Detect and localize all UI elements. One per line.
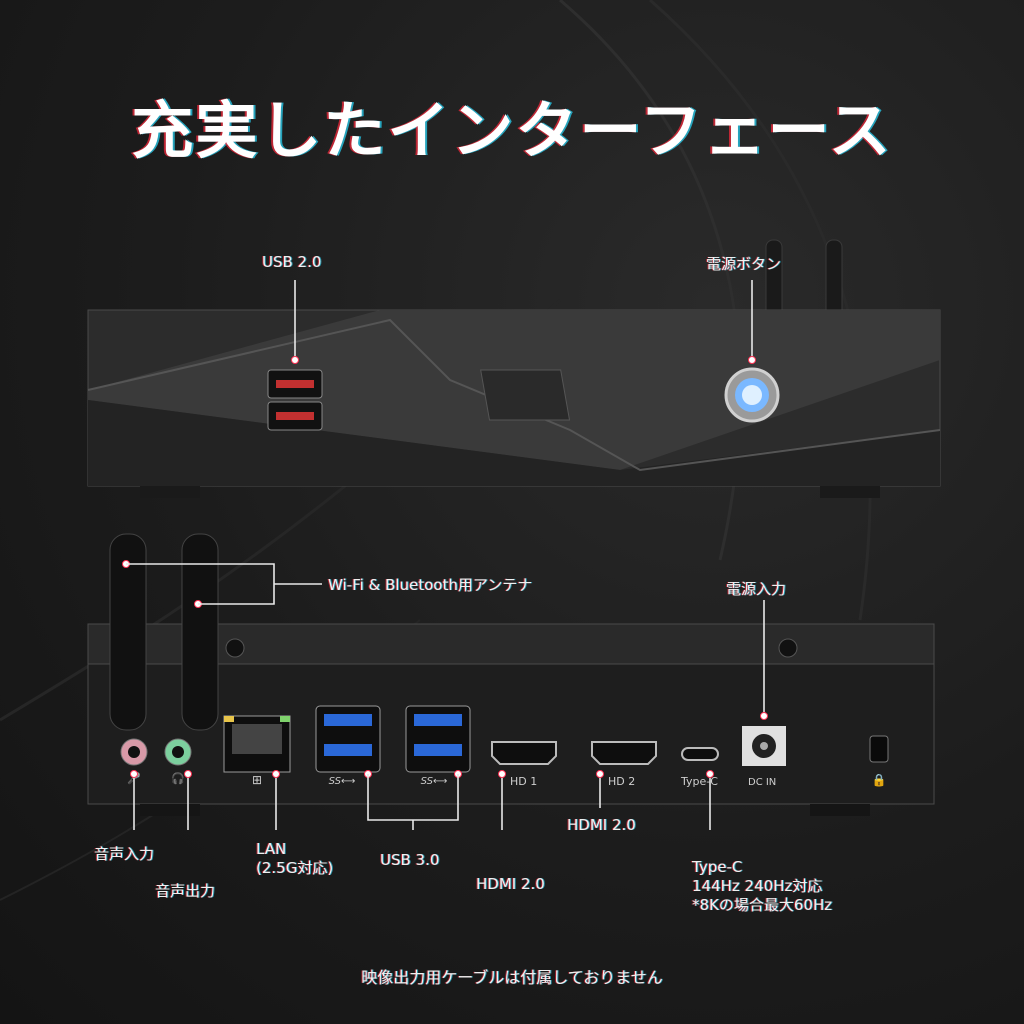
typec-port-text: Type-C <box>681 775 718 788</box>
page-title: 充実したインターフェース <box>131 94 893 167</box>
svg-text:🎧: 🎧 <box>171 772 185 785</box>
hdmi2-label: HDMI 2.0 <box>567 816 636 834</box>
hd1-port-text: HD 1 <box>510 775 538 788</box>
typec-port <box>681 747 719 761</box>
audio-out-label: 音声出力 <box>155 882 216 900</box>
lan-label: LAN (2.5G対応) <box>256 840 334 877</box>
lock-slot <box>869 735 889 763</box>
usb2-ports <box>267 369 323 431</box>
antenna-label: Wi-Fi & Bluetooth用アンテナ <box>328 576 533 594</box>
usb3-ports <box>315 705 471 773</box>
svg-text:SS⟷: SS⟷ <box>329 776 356 787</box>
rear-panel: 🔒 🎤 🎧 ⊞ SS⟷ SS⟷ <box>87 533 935 830</box>
svg-text:⊞: ⊞ <box>252 773 262 787</box>
hdmi1-label: HDMI 2.0 <box>476 875 545 893</box>
svg-text:🔒: 🔒 <box>872 773 887 787</box>
antennas <box>109 533 219 731</box>
audio-in-label: 音声入力 <box>94 845 155 863</box>
lan-port <box>223 715 291 773</box>
audio-jacks <box>120 738 192 766</box>
power-button-graphic <box>724 367 780 423</box>
dc-in-port <box>742 726 786 766</box>
front-panel <box>87 239 941 498</box>
power-button-label: 電源ボタン <box>706 255 782 273</box>
footnote: 映像出力用ケーブルは付属しておりません <box>361 968 663 987</box>
svg-text:SS⟷: SS⟷ <box>421 776 448 787</box>
hd2-port-text: HD 2 <box>608 775 636 788</box>
hdmi-ports <box>491 741 657 765</box>
typec-label: Type-C 144Hz 240Hz対応 *8Kの場合最大60Hz <box>692 858 833 914</box>
dc-input-label: 電源入力 <box>726 580 787 598</box>
dcin-port-text: DC IN <box>748 777 777 788</box>
usb2-label: USB 2.0 <box>262 253 322 271</box>
usb3-label: USB 3.0 <box>380 851 440 869</box>
